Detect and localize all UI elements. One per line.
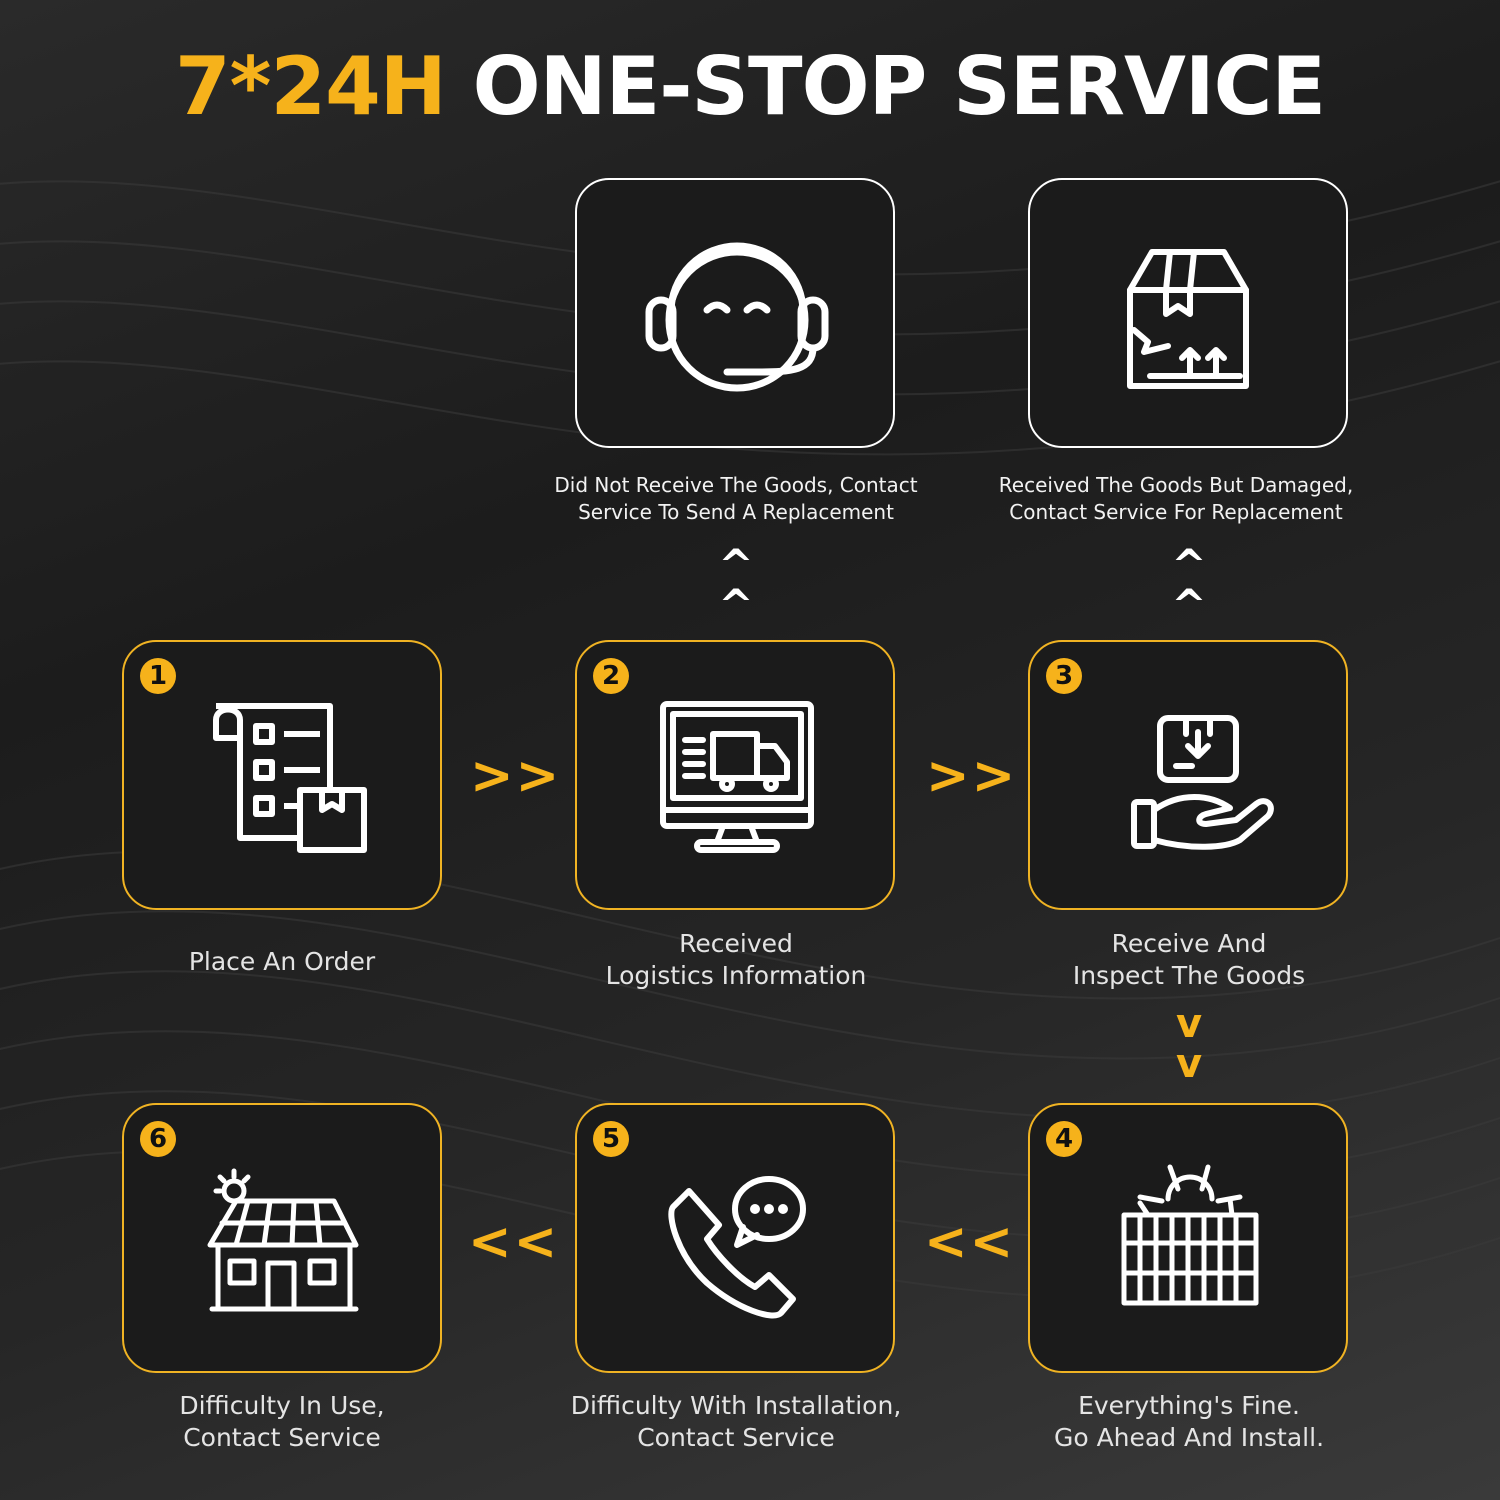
- card-no-goods: [575, 178, 895, 448]
- step-2-card: 2: [575, 640, 895, 910]
- step-3-caption: Receive And Inspect The Goods: [1072, 929, 1306, 990]
- step-badge: 2: [593, 658, 629, 694]
- page-title: 7*24H ONE-STOP SERVICE: [0, 40, 1500, 133]
- step-6-card: 6: [122, 1103, 442, 1373]
- up-arrow-icon: ^^: [1171, 540, 1207, 629]
- order-list-icon: [213, 703, 367, 853]
- damaged-box-icon: [1127, 249, 1249, 389]
- logistics-monitor-icon: [660, 701, 814, 853]
- headset-agent-icon: [645, 242, 829, 392]
- solar-panel-icon: [1121, 1164, 1259, 1306]
- phone-chat-icon: [668, 1176, 806, 1319]
- up-arrow-icon: ^^: [718, 540, 754, 629]
- step-5-caption: Difficulty With Installation, Contact Se…: [570, 1391, 902, 1452]
- card-damaged-goods: [1028, 178, 1348, 448]
- step-1-card: 1: [122, 640, 442, 910]
- step-badge: 5: [593, 1121, 629, 1157]
- step-4-caption: Everything's Fine. Go Ahead And Install.: [1053, 1391, 1325, 1452]
- step-badge: 1: [140, 658, 176, 694]
- title-accent: 7*24H: [174, 40, 447, 133]
- step-1-caption: Place An Order: [188, 947, 376, 976]
- caption-no-goods: Did Not Receive The Goods, Contact Servi…: [554, 473, 918, 524]
- step-badge: 3: [1046, 658, 1082, 694]
- left-arrow-icon: <<: [924, 1212, 1016, 1272]
- step-badge: 4: [1046, 1121, 1082, 1157]
- step-2-caption: Received Logistics Information: [605, 929, 867, 990]
- caption-damaged-goods: Received The Goods But Damaged, Contact …: [998, 473, 1354, 524]
- right-arrow-icon: >>: [470, 746, 562, 806]
- step-4-card: 4: [1028, 1103, 1348, 1373]
- step-6-caption: Difficulty In Use, Contact Service: [179, 1391, 385, 1452]
- receive-package-icon: [1131, 715, 1274, 850]
- left-arrow-icon: <<: [468, 1212, 560, 1272]
- title-main: ONE-STOP SERVICE: [472, 40, 1326, 133]
- solar-house-icon: [207, 1168, 359, 1312]
- step-5-card: 5: [575, 1103, 895, 1373]
- step-3-card: 3: [1028, 640, 1348, 910]
- right-arrow-icon: >>: [926, 746, 1018, 806]
- step-badge: 6: [140, 1121, 176, 1157]
